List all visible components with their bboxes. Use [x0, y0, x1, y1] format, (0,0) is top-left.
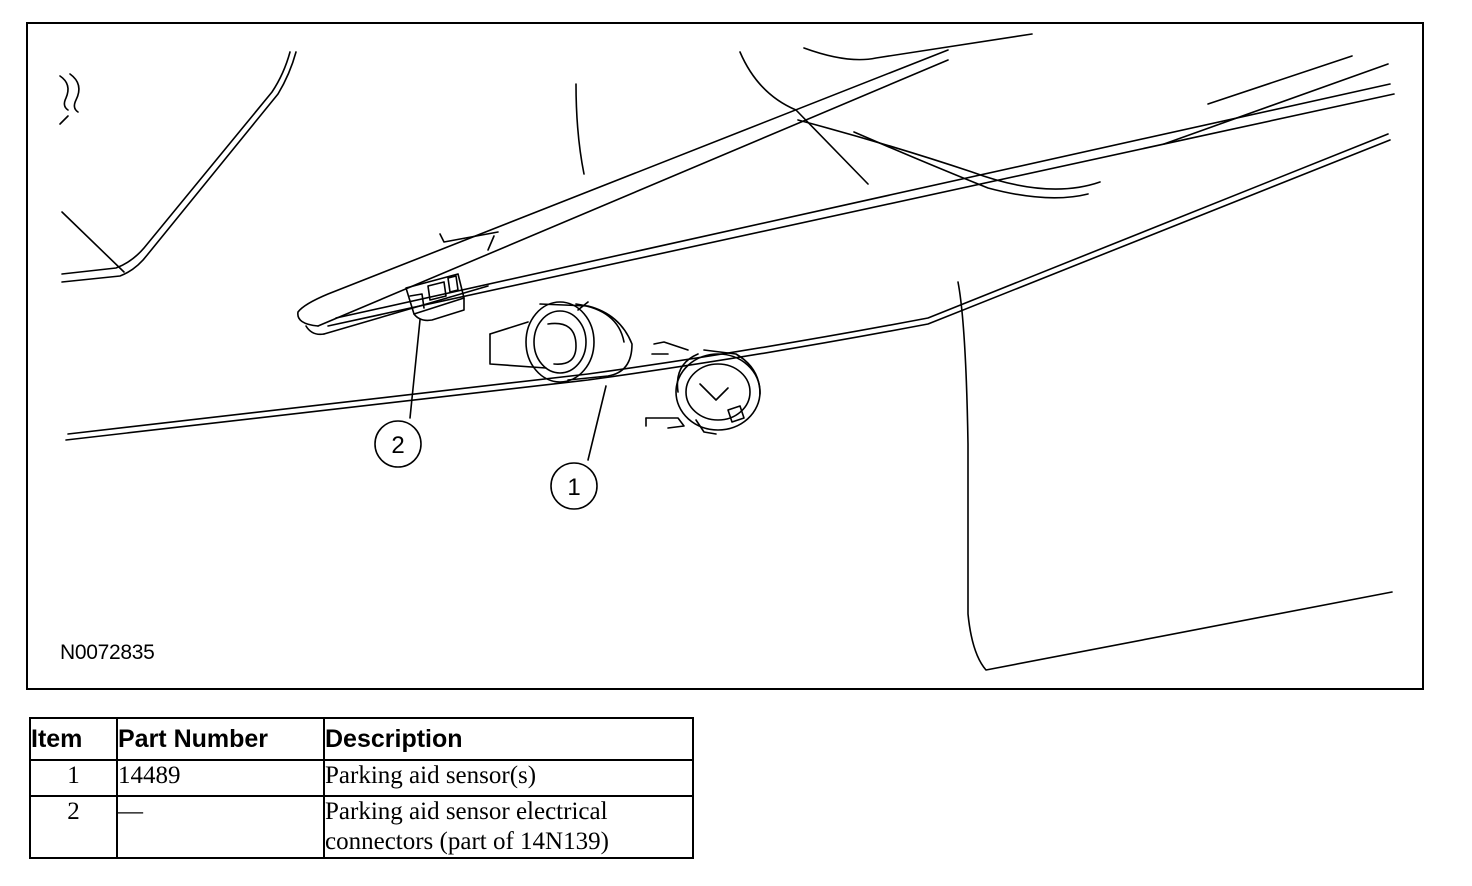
row-1-item: 1: [29, 759, 118, 797]
figure-id: N0072835: [60, 641, 155, 664]
row-2-part-number: —: [116, 795, 325, 859]
callout-leaders: [409, 319, 607, 461]
illustration-frame: 1 2 N0072835: [26, 22, 1424, 690]
header-part-number: Part Number: [116, 717, 325, 761]
body-contour-lines: [575, 33, 1389, 199]
parts-table: Item Part Number Description 1 14489 Par…: [29, 717, 694, 859]
sensor-bracket: [645, 341, 761, 435]
electrical-connector: [405, 273, 465, 322]
lower-panel: [957, 281, 1393, 671]
row-2-description: Parking aid sensor electrical connectors…: [323, 795, 694, 859]
table-header-row: Item Part Number Description: [29, 717, 694, 761]
row-1-description: Parking aid sensor(s): [323, 759, 694, 797]
parking-aid-sensor: [489, 301, 633, 383]
row-1-part-number: 14489: [116, 759, 325, 797]
header-item: Item: [29, 717, 118, 761]
view-direction-icon: [59, 73, 80, 125]
table-row: 1 14489 Parking aid sensor(s): [29, 759, 694, 797]
header-description: Description: [323, 717, 694, 761]
row-2-description-line-1: Parking aid sensor electrical: [325, 798, 608, 825]
bumper-upper-lip: [297, 49, 1395, 336]
row-2-item: 2: [29, 795, 118, 859]
row-2-description-line-2: connectors (part of 14N139): [325, 828, 609, 855]
rear-window-outline: [61, 51, 297, 283]
table-row: 2 — Parking aid sensor electrical connec…: [29, 795, 694, 859]
bumper-lower-edge: [65, 133, 1391, 441]
parking-aid-sensor-diagram: [59, 33, 1395, 671]
